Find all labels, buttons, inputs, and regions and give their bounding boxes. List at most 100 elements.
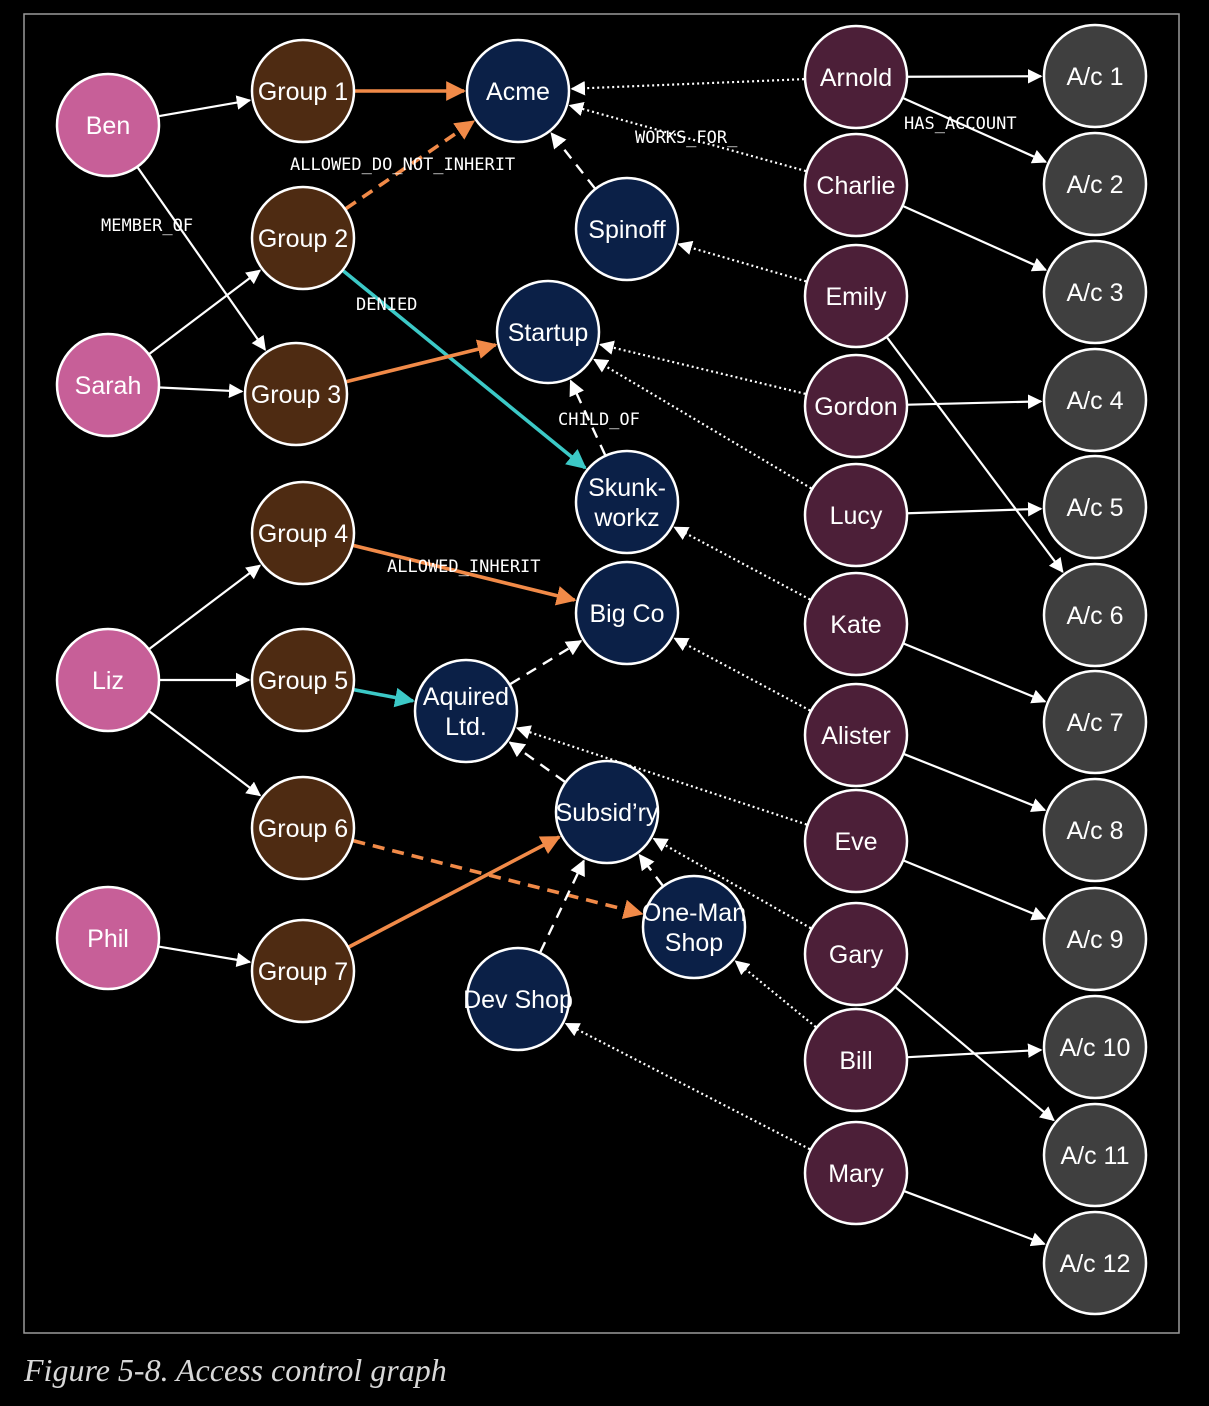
node-label: A/c 10: [1060, 1034, 1131, 1062]
edge-has-account-arnold-to-ac1: [907, 69, 1043, 84]
employee-node-circle: [803, 353, 909, 459]
diagram-frame: [23, 13, 1180, 1334]
node-alister: Alister: [803, 682, 909, 788]
person-node-circle: [55, 332, 161, 438]
node-label: Mary: [828, 1160, 884, 1188]
edge-has-account-alister-to-ac8: [903, 753, 1047, 812]
node-ac5: A/c 5: [1042, 454, 1148, 560]
node-sarah: Sarah: [55, 332, 161, 438]
company-node-circle: [574, 176, 680, 282]
node-group5: Group 5: [250, 627, 356, 733]
node-label: A/c 9: [1067, 926, 1124, 954]
edge-works-for-eve-to-aquired: [515, 725, 808, 826]
node-ac12: A/c 12: [1042, 1210, 1148, 1316]
node-ben: Ben: [55, 72, 161, 178]
node-ac6: A/c 6: [1042, 562, 1148, 668]
edge-label-denied: DENIED: [356, 295, 417, 315]
account-node-circle: [1042, 994, 1148, 1100]
employee-node-circle: [803, 243, 909, 349]
node-label: Acme: [486, 78, 550, 106]
node-label: Aquired: [423, 683, 509, 711]
employee-node-circle: [803, 788, 909, 894]
edge-member-of-ben-to-group1: [159, 95, 252, 118]
account-node-circle: [1042, 131, 1148, 237]
group-node-circle: [243, 341, 349, 447]
node-subsidry: Subsid’ry: [554, 759, 660, 865]
node-group2: Group 2: [250, 185, 356, 291]
node-bill: Bill: [803, 1007, 909, 1113]
account-node-circle: [1042, 1102, 1148, 1208]
node-label: Eve: [834, 828, 877, 856]
node-label: Gordon: [814, 393, 897, 421]
node-label: Sarah: [75, 372, 142, 400]
node-label: Group 2: [258, 225, 348, 253]
node-phil: Phil: [55, 885, 161, 991]
node-label: Emily: [825, 283, 887, 311]
figure-caption: Figure 5-8. Access control graph: [24, 1352, 447, 1388]
node-label: Phil: [87, 925, 129, 953]
edge-allowed-do-not-inherit-group6-to-onemanshop: [352, 839, 644, 919]
node-ac9: A/c 9: [1042, 886, 1148, 992]
node-label: A/c 4: [1067, 387, 1124, 415]
group-node-circle: [250, 918, 356, 1024]
employee-node-circle: [803, 462, 909, 568]
edge-works-for-mary-to-devshop: [564, 1022, 811, 1151]
edge-allowed-do-not-inherit-group2-to-acme: [344, 119, 476, 211]
edge-denied-group2-to-skunkworkz: [342, 269, 587, 470]
edge-has-account-lucy-to-ac5: [907, 501, 1043, 517]
person-node-circle: [55, 72, 161, 178]
node-ac1: A/c 1: [1042, 23, 1148, 129]
edge-label-member-of: MEMBER_OF: [101, 216, 193, 236]
node-lucy: Lucy: [803, 462, 909, 568]
node-ac11: A/c 11: [1042, 1102, 1148, 1208]
person-node-circle: [55, 627, 161, 733]
node-label: Ben: [86, 112, 130, 140]
node-label: Lucy: [830, 502, 883, 530]
node-label: Group 4: [258, 520, 348, 548]
company-node-circle: [465, 38, 571, 144]
node-spinoff: Spinoff: [574, 176, 680, 282]
node-bigco: Big Co: [574, 560, 680, 666]
node-arnold: Arnold: [803, 24, 909, 130]
company-node-circle: [574, 449, 680, 555]
company-node-circle: [574, 560, 680, 666]
account-node-circle: [1042, 347, 1148, 453]
employee-node-circle: [803, 901, 909, 1007]
node-ac4: A/c 4: [1042, 347, 1148, 453]
edge-child-of-subsidry-to-aquired: [508, 741, 566, 783]
node-label: Dev Shop: [463, 986, 573, 1014]
employee-node-circle: [803, 24, 909, 130]
group-node-circle: [250, 38, 356, 144]
edge-member-of-phil-to-group7: [159, 945, 252, 967]
company-node-circle: [495, 279, 601, 385]
group-node-circle: [250, 480, 356, 586]
edge-child-of-spinoff-to-acme: [550, 132, 596, 189]
node-label: Group 1: [258, 78, 348, 106]
account-node-circle: [1042, 454, 1148, 560]
node-label: One-Man: [642, 899, 746, 927]
edge-has-account-arnold-to-ac2: [903, 97, 1048, 164]
edge-works-for-kate-to-skunkworkz: [673, 526, 811, 601]
group-node-circle: [250, 185, 356, 291]
node-ac2: A/c 2: [1042, 131, 1148, 237]
account-node-circle: [1042, 777, 1148, 883]
edge-label-allowed-do-not-inherit: ALLOWED_DO_NOT_INHERIT: [290, 155, 515, 175]
edge-label-child-of: CHILD_OF: [558, 410, 640, 430]
node-label: Group 3: [251, 381, 341, 409]
node-label: Alister: [821, 722, 890, 750]
edge-works-for-gordon-to-startup: [599, 340, 806, 395]
edge-child-of-onemanshop-to-subsidry: [638, 853, 664, 887]
node-devshop: Dev Shop: [463, 946, 573, 1052]
node-label: Kate: [830, 611, 881, 639]
edge-allowed-inherit-group7-to-subsidry: [348, 835, 561, 949]
edge-member-of-sarah-to-group3: [159, 383, 244, 399]
account-node-circle: [1042, 239, 1148, 345]
node-label: A/c 7: [1067, 709, 1124, 737]
account-node-circle: [1042, 1210, 1148, 1316]
company-node-circle: [413, 658, 519, 764]
account-node-circle: [1042, 886, 1148, 992]
edge-has-account-gordon-to-ac4: [907, 394, 1043, 409]
node-kate: Kate: [803, 571, 909, 677]
edge-member-of-sarah-to-group2: [148, 269, 262, 355]
